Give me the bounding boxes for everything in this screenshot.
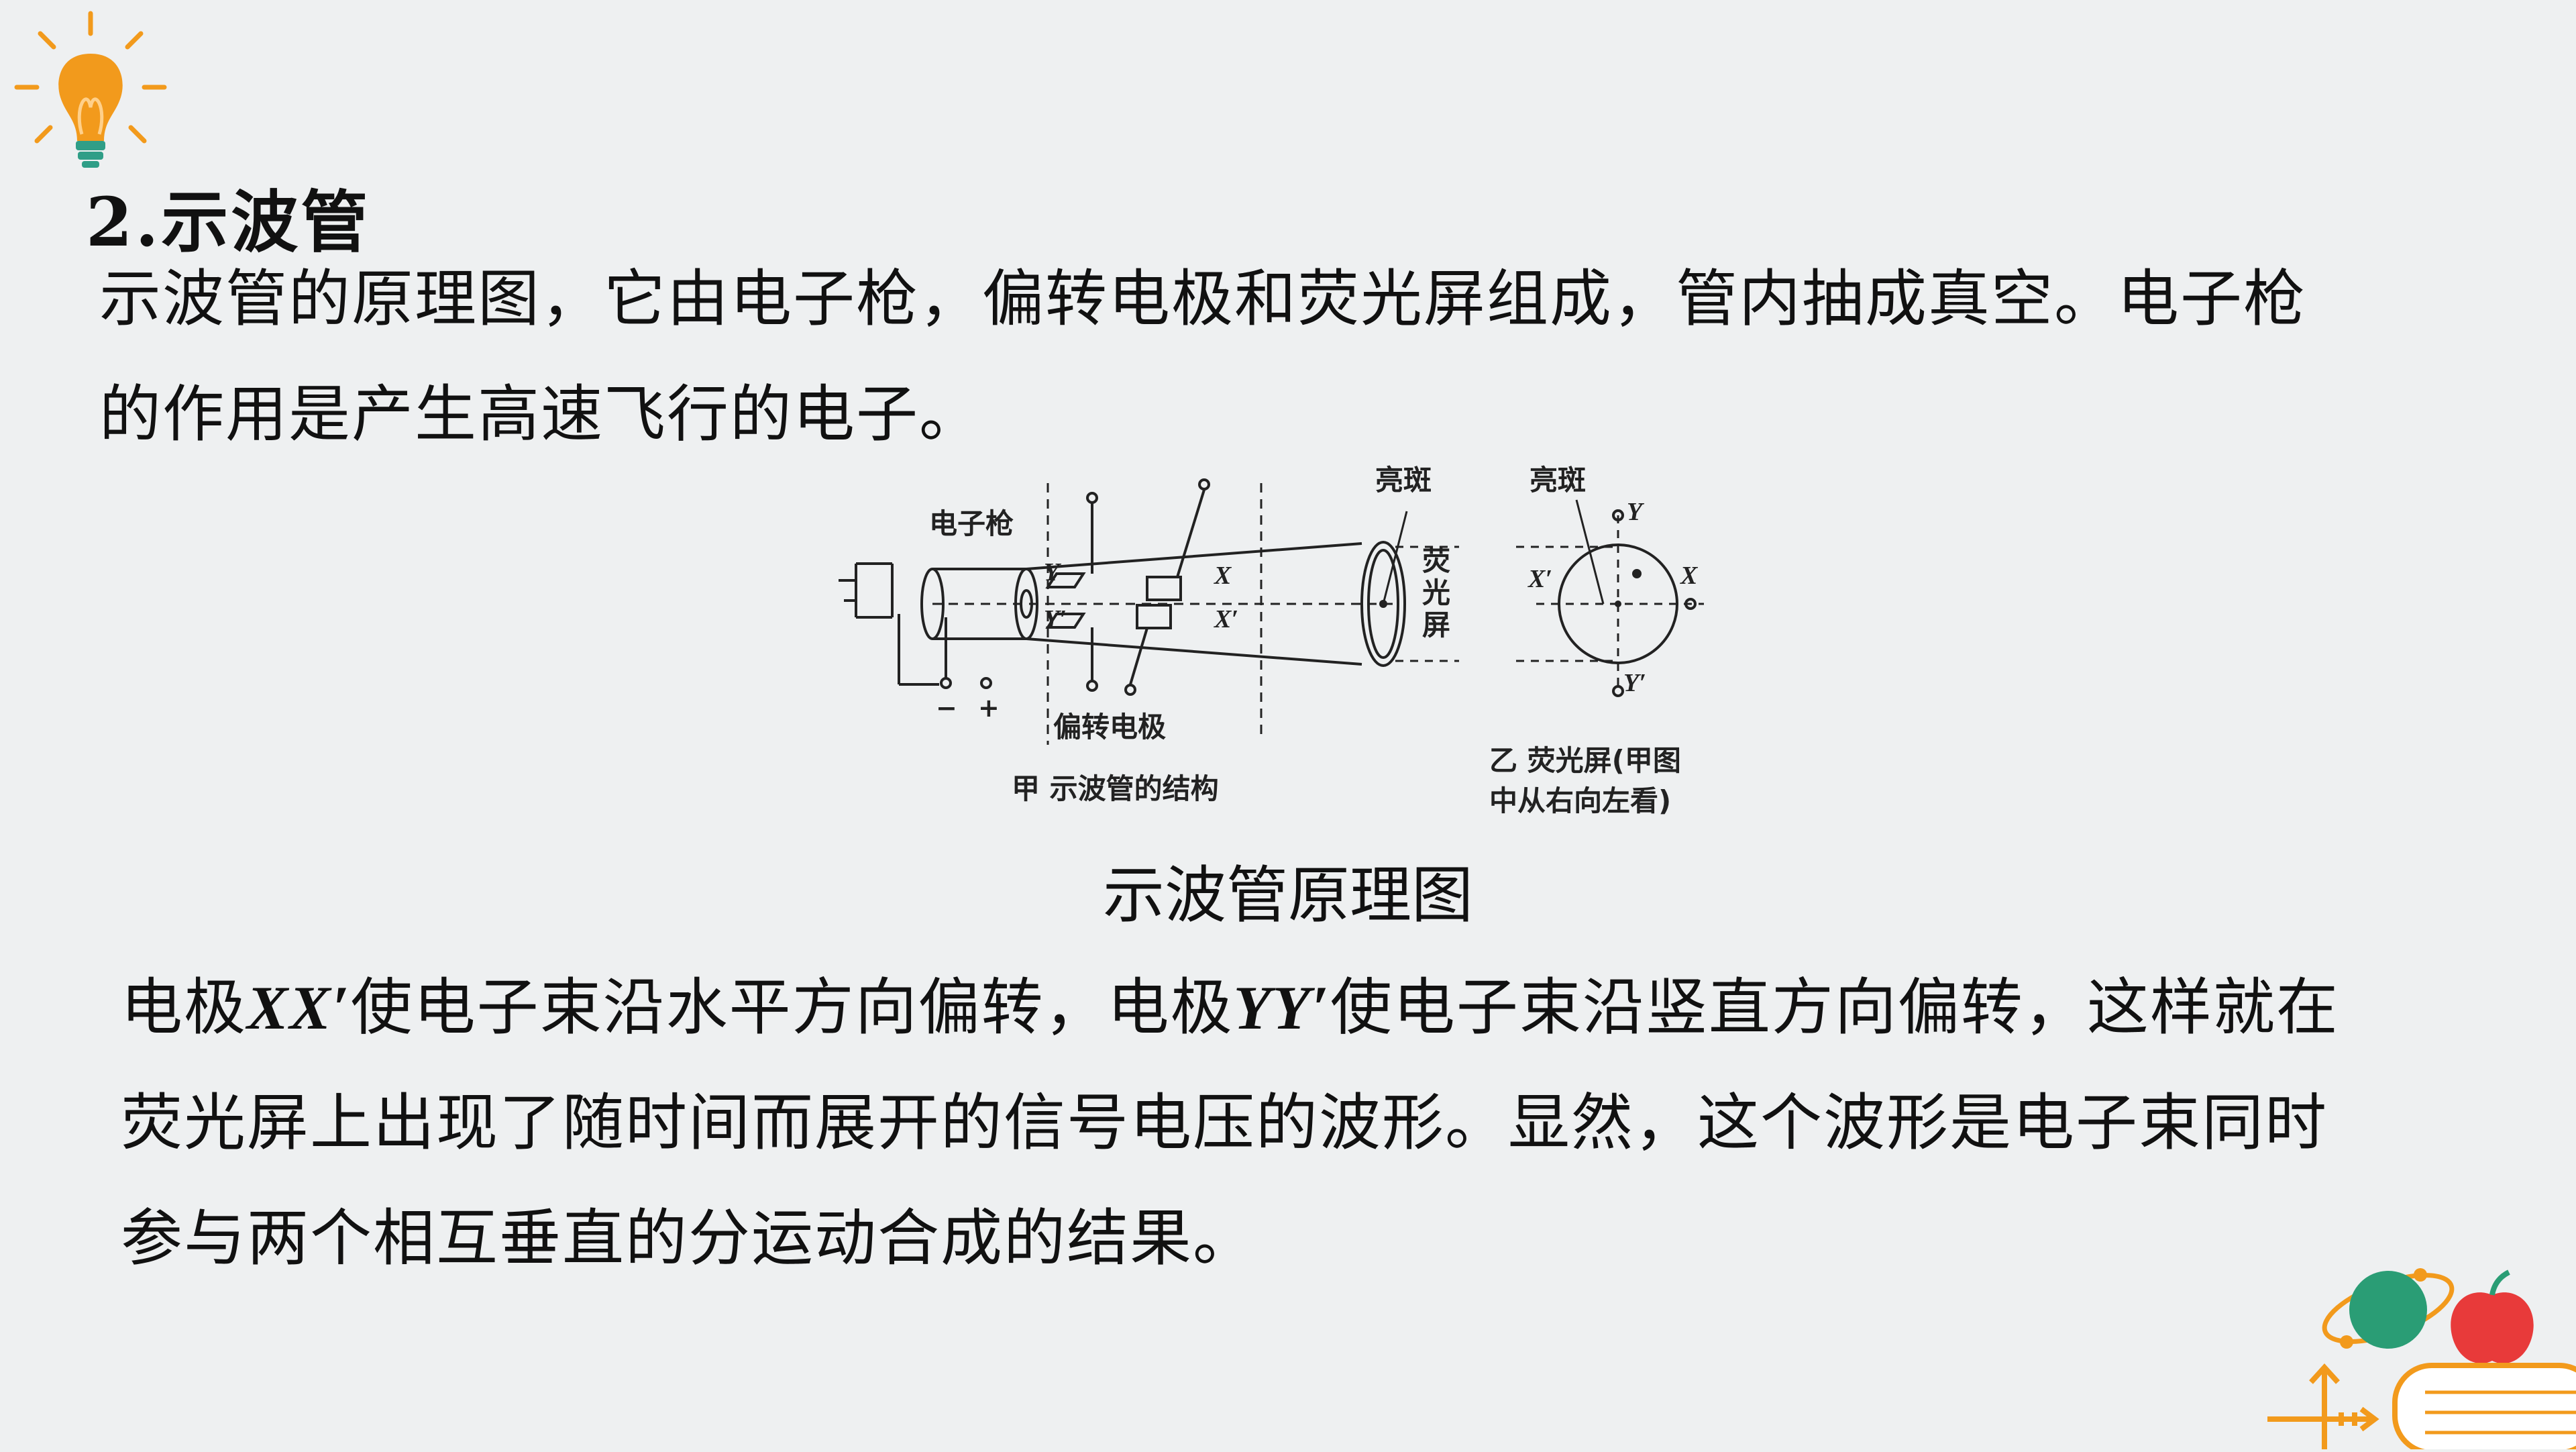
body-l1-text-c: 使电子束沿水平方向偏转，电极 <box>350 972 1234 1043</box>
label-minus: − <box>936 693 957 723</box>
label-spot-a: 亮斑 <box>1375 464 1432 497</box>
diagram-svg: 电子枪 偏转电极 亮斑 荧 光 屏 Y Y′ X X′ − + 甲 示波管的结构… <box>839 464 1704 817</box>
label-yp-b: Y′ <box>1623 669 1646 697</box>
body-l1-text-a: 电极 <box>121 972 248 1043</box>
section-heading: 2.示波管 <box>86 183 371 262</box>
body-paragraph: 电极XX′使电子束沿水平方向偏转，电极YY′使电子束沿竖直方向偏转，这样就在 荧… <box>121 950 2509 1296</box>
intro-paragraph: 示波管的原理图，它由电子枪，偏转电极和荧光屏组成，管内抽成真空。电子枪 的作用是… <box>99 242 2514 472</box>
subcaption-b-line1: 乙 荧光屏(甲图 <box>1489 744 1681 777</box>
body-line-1: 电极XX′使电子束沿水平方向偏转，电极YY′使电子束沿竖直方向偏转，这样就在 <box>121 950 2509 1066</box>
ruler-arrow-icon <box>2267 1363 2379 1449</box>
label-deflection-electrodes: 偏转电极 <box>1053 711 1166 743</box>
electrode-xx-label: XX′ <box>247 974 351 1042</box>
label-screen-3: 屏 <box>1422 609 1450 641</box>
subcaption-b-line2: 中从右向左看) <box>1489 784 1671 817</box>
label-plus: + <box>978 693 1000 723</box>
label-y-a: Y <box>1044 558 1062 586</box>
body-line-2: 荧光屏上出现了随时间而展开的信号电压的波形。显然，这个波形是电子束同时 <box>121 1087 2328 1159</box>
label-spot-b: 亮斑 <box>1529 464 1586 497</box>
label-x-b: X <box>1680 562 1699 590</box>
label-xp-a: X′ <box>1214 605 1238 633</box>
book-stack-icon <box>2392 1363 2576 1452</box>
label-electron-gun: 电子枪 <box>929 507 1014 540</box>
figure-caption: 示波管原理图 <box>1102 860 1473 931</box>
school-supplies-icon <box>2267 1248 2576 1452</box>
lightbulb-icon <box>7 7 174 184</box>
body-l1-text-e: 使电子束沿竖直方向偏转，这样就在 <box>1330 972 2339 1043</box>
subcaption-a: 甲 示波管的结构 <box>1012 772 1219 805</box>
intro-line-2: 的作用是产生高速飞行的电子。 <box>99 378 983 450</box>
label-yp-a: Y′ <box>1044 605 1067 633</box>
label-x-a: X <box>1214 562 1232 590</box>
intro-line-1: 示波管的原理图，它由电子枪，偏转电极和荧光屏组成，管内抽成真空。电子枪 <box>99 263 2307 335</box>
apple-icon <box>2451 1269 2534 1364</box>
globe-icon <box>2322 1268 2455 1349</box>
label-y-b: Y <box>1627 498 1645 526</box>
label-screen-2: 光 <box>1422 576 1450 609</box>
label-screen-1: 荧 <box>1422 544 1450 577</box>
electrode-yy-label: YY′ <box>1233 974 1330 1042</box>
body-line-3: 参与两个相互垂直的分运动合成的结果。 <box>121 1202 1256 1274</box>
label-xp-b: X′ <box>1527 565 1552 593</box>
oscilloscope-diagram: 电子枪 偏转电极 亮斑 荧 光 屏 Y Y′ X X′ − + 甲 示波管的结构… <box>832 463 1771 841</box>
